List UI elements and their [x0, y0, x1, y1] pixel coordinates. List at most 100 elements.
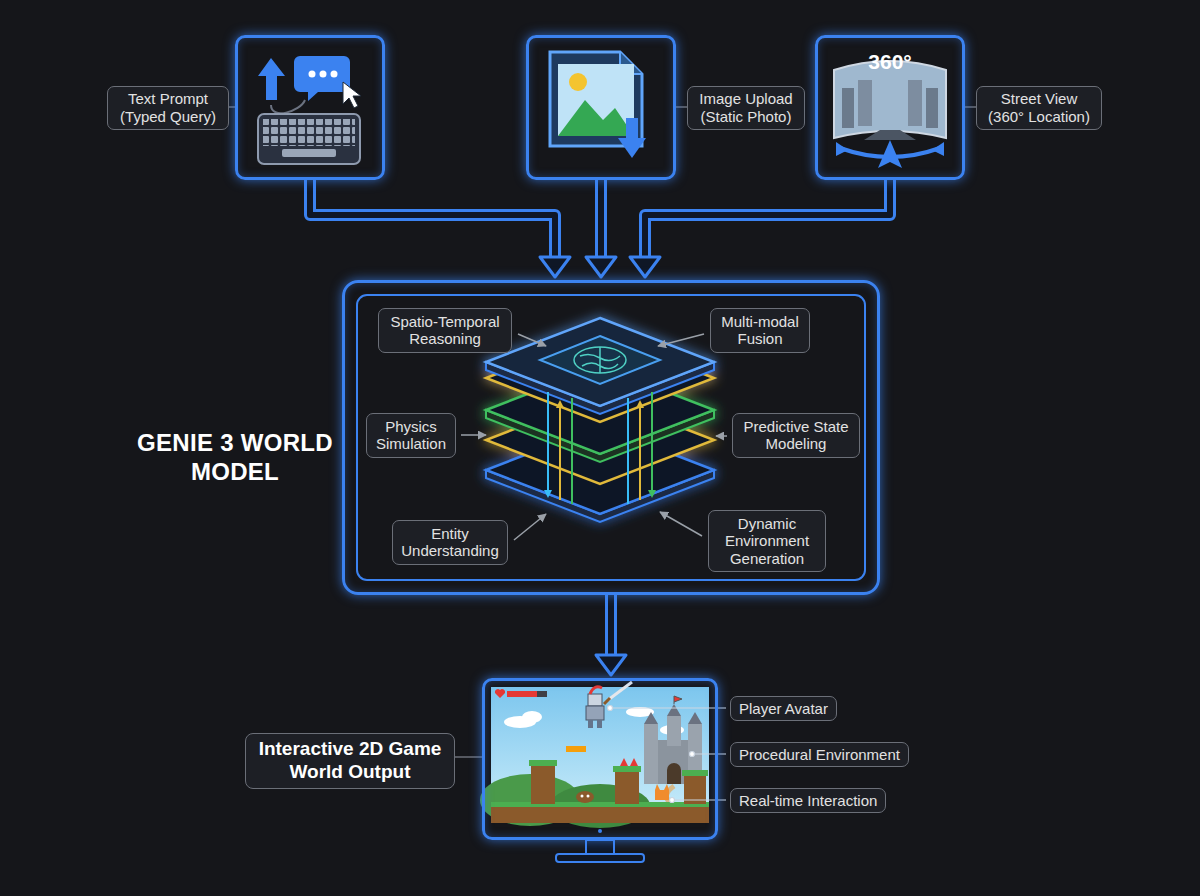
node-label: Procedural Environment	[739, 746, 900, 763]
panorama-icon	[836, 142, 848, 156]
output-label: Interactive 2D Game World Output	[245, 733, 455, 789]
keyboard-icon	[258, 114, 360, 164]
leader-line	[514, 514, 546, 540]
castle	[688, 712, 702, 724]
brain-icon	[574, 347, 626, 373]
input-box: Text Prompt (Typed Query)	[235, 35, 385, 180]
data-flow-lines	[651, 392, 653, 496]
knight-sprite	[590, 687, 602, 694]
knight-sprite	[597, 720, 602, 728]
arrow-head	[596, 655, 626, 675]
knight-sprite	[608, 682, 632, 700]
model-box: GENIE 3 WORLD MODELSpatio-Temporal Reaso…	[342, 280, 880, 595]
brain-icon	[574, 347, 626, 373]
panorama-icon	[842, 88, 854, 128]
pillar	[620, 758, 628, 766]
data-flow-lines	[627, 398, 629, 504]
callout-box: Real-time Interaction	[730, 788, 886, 813]
node-label: Real-time Interaction	[739, 792, 877, 809]
enemy-sprite	[664, 784, 669, 790]
enemy-sprite	[587, 795, 590, 798]
pillar	[615, 770, 639, 804]
game-screen	[522, 711, 542, 723]
game-screen	[491, 806, 709, 823]
label-joiner	[452, 756, 482, 758]
monitor-stand	[598, 829, 602, 833]
game-screen	[566, 746, 586, 752]
node-label: Spatio-Temporal Reasoning	[385, 313, 505, 348]
enemy-sprite	[655, 790, 669, 800]
image-file-icon	[626, 118, 638, 140]
panorama-icon	[878, 140, 902, 168]
panorama-icon	[858, 80, 872, 126]
keyboard-icon	[343, 82, 361, 108]
callout-leader	[670, 798, 675, 803]
keyboard-icon	[309, 71, 316, 78]
enemy-sprite	[581, 795, 584, 798]
knight-sprite	[586, 706, 604, 720]
data-flow-lines	[639, 402, 641, 500]
node-label: Dynamic Environment Generation	[715, 515, 819, 567]
panorama-icon	[932, 142, 944, 156]
castle	[644, 724, 658, 784]
callout-leader	[690, 752, 695, 757]
feature-box: Dynamic Environment Generation	[708, 510, 826, 572]
monitor-stand	[586, 840, 614, 854]
enemy-sprite	[576, 784, 669, 803]
pillar	[613, 766, 641, 772]
knight-sprite	[586, 682, 632, 728]
label-joiner	[229, 107, 979, 757]
input-box: Street View (360° Location)360°	[815, 35, 965, 180]
leader-line	[658, 334, 704, 346]
knight-sprite	[588, 694, 602, 706]
node-label: Player Avatar	[739, 700, 828, 717]
image-file-icon	[550, 52, 646, 158]
data-flow-lines	[648, 490, 656, 498]
data-flow-lines	[556, 400, 564, 408]
input-label: Street View (360° Location)	[976, 86, 1102, 130]
connector-core	[608, 593, 614, 655]
pillar	[531, 764, 555, 804]
data-flow-lines	[547, 392, 549, 496]
pillar	[529, 760, 557, 766]
keyboard-icon	[331, 71, 338, 78]
image-file-icon	[550, 52, 642, 146]
model-title: GENIE 3 WORLD MODEL	[135, 429, 335, 487]
flow-connector	[310, 178, 570, 277]
health-bar	[495, 689, 505, 698]
health-bar	[507, 691, 547, 697]
health-bar	[495, 689, 547, 698]
panorama-icon	[926, 88, 938, 128]
leader-line	[461, 434, 486, 436]
keyboard-icon	[320, 71, 327, 78]
data-flow-lines	[544, 490, 552, 498]
icon-caption: 360°	[818, 50, 962, 74]
leader-line	[660, 512, 702, 536]
chip-stack	[486, 318, 714, 522]
feature-box: Predictive State Modeling	[732, 413, 860, 458]
image-file-icon	[558, 64, 634, 136]
game-screen	[491, 802, 709, 807]
data-flow-lines	[559, 402, 561, 500]
inner-frame	[357, 295, 865, 580]
feature-box: Physics Simulation	[366, 413, 456, 458]
castle	[667, 716, 681, 746]
chip-stack	[486, 334, 714, 422]
connector-tube	[595, 178, 607, 257]
arrow-head	[586, 257, 616, 277]
leader-line	[461, 334, 727, 540]
panorama-icon	[908, 80, 922, 126]
pillar	[630, 758, 638, 766]
monitor-stand	[556, 854, 644, 862]
callout-box: Procedural Environment	[730, 742, 909, 767]
data-flow-lines	[544, 392, 656, 504]
keyboard-icon	[271, 100, 305, 113]
image-file-icon	[569, 73, 587, 91]
connector-core	[598, 178, 604, 257]
connector-core	[645, 178, 890, 257]
pillar	[682, 770, 708, 776]
health-bar	[507, 691, 537, 697]
connector-tube	[605, 593, 617, 655]
keyboard-icon	[294, 56, 350, 101]
monitor-stand	[556, 829, 644, 862]
